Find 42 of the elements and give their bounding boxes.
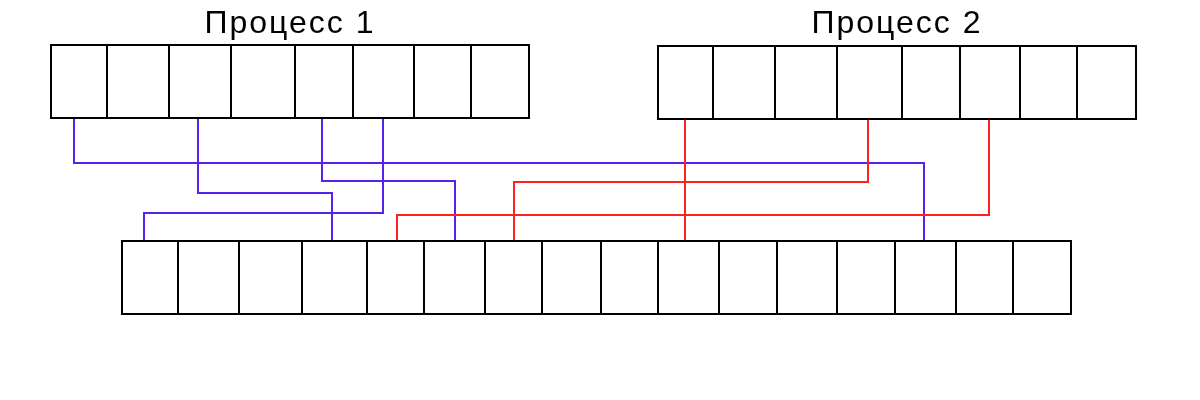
frame-slot bbox=[719, 241, 777, 314]
frame-slot bbox=[542, 241, 601, 314]
page-slot bbox=[775, 46, 837, 119]
frame-slot bbox=[601, 241, 658, 314]
page-slot bbox=[713, 46, 775, 119]
page-slot bbox=[1077, 46, 1136, 119]
page-slot bbox=[658, 46, 713, 119]
page-slot bbox=[471, 45, 529, 118]
memory-row bbox=[121, 240, 1072, 315]
mapping-line bbox=[396, 119, 990, 241]
frame-slot bbox=[956, 241, 1013, 314]
page-slot bbox=[1020, 46, 1077, 119]
page-slot bbox=[51, 45, 107, 118]
frame-slot bbox=[485, 241, 542, 314]
page-slot bbox=[231, 45, 295, 118]
mapping-line bbox=[73, 118, 925, 241]
process-heading: Процесс 1 bbox=[203, 3, 377, 42]
frame-slot bbox=[367, 241, 424, 314]
frame-slot bbox=[424, 241, 485, 314]
frame-slot bbox=[178, 241, 239, 314]
page-slot bbox=[414, 45, 471, 118]
mapping-line bbox=[513, 119, 869, 241]
frame-slot bbox=[658, 241, 719, 314]
page-slot bbox=[960, 46, 1020, 119]
page-slot bbox=[353, 45, 414, 118]
page-slot bbox=[902, 46, 960, 119]
mapping-line bbox=[197, 118, 333, 241]
mapping-line bbox=[684, 119, 686, 241]
mapping-line bbox=[143, 118, 384, 241]
page-slot bbox=[837, 46, 902, 119]
page-slot bbox=[295, 45, 353, 118]
process-heading: Процесс 2 bbox=[810, 3, 984, 42]
frame-slot bbox=[122, 241, 178, 314]
frame-slot bbox=[777, 241, 837, 314]
page-slot bbox=[169, 45, 231, 118]
page-slot bbox=[107, 45, 169, 118]
frame-slot bbox=[302, 241, 367, 314]
mapping-line bbox=[321, 118, 456, 241]
frame-slot bbox=[239, 241, 302, 314]
frame-slot bbox=[1013, 241, 1071, 314]
frame-slot bbox=[837, 241, 895, 314]
frame-slot bbox=[895, 241, 956, 314]
